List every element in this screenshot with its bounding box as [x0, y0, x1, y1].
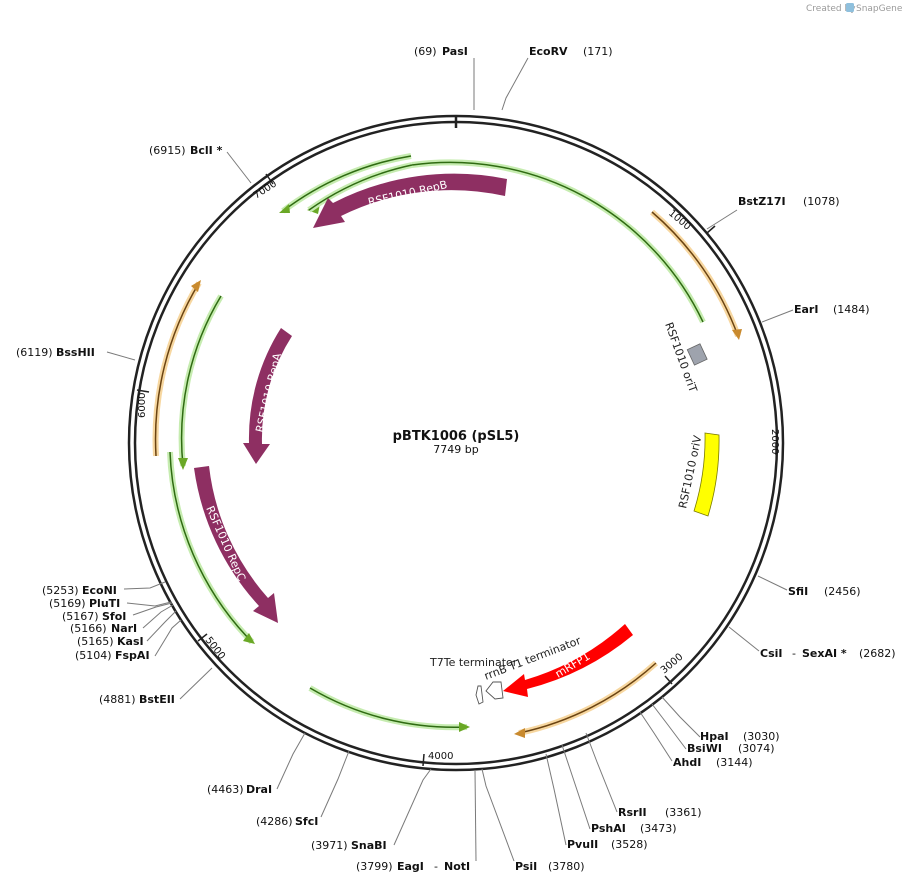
site-name-pluti: PluTI: [89, 597, 120, 610]
orf-orange-right: [650, 209, 742, 340]
snapgene-logo-icon: [846, 3, 854, 12]
site-name-pvuii: PvuII: [567, 838, 598, 851]
tick-label-5000: 5000: [203, 635, 227, 662]
site-num-fspai: (5104): [75, 649, 112, 662]
orf-green-top-inner: [307, 159, 706, 324]
feature-orit[interactable]: RSF1010 oriT: [662, 321, 708, 395]
tick-label-6000: 6000: [137, 393, 148, 418]
site-num-bsiwi: (3074): [738, 742, 775, 755]
site-num-pasi: (69): [414, 45, 437, 58]
site-name-ecorv: EcoRV: [529, 45, 568, 58]
site-num-pvuii: (3528): [611, 838, 648, 851]
site-name-sfci: SfcI: [295, 815, 318, 828]
feature-repc[interactable]: RSF1010 RepC: [194, 466, 278, 623]
site-name-eagi: EagI: [397, 860, 424, 873]
site-name-snabi: SnaBI: [351, 839, 387, 852]
tick-label-2000: 2000: [769, 429, 780, 454]
site-name-hpai: HpaI: [700, 730, 729, 743]
tick-3000: [664, 675, 673, 685]
site-num-econi: (5253): [42, 584, 79, 597]
site-num-ecorv: (171): [583, 45, 613, 58]
plasmid-name: pBTK1006 (pSL5): [393, 429, 520, 444]
site-num-eari: (1484): [833, 303, 870, 316]
site-name-besshii: BssHII: [56, 346, 95, 359]
tick-7000: [265, 173, 274, 185]
site-name-nari: NarI: [111, 622, 137, 635]
tick-6000: [136, 389, 150, 393]
site-num-bcli: (6915): [149, 144, 186, 157]
site-num-kasi: (5165): [77, 635, 114, 648]
tick-1000: [706, 225, 716, 234]
site-name-pasi: PasI: [442, 45, 468, 58]
site-num-bsteii: (4881): [99, 693, 136, 706]
plasmid-size: 7749 bp: [433, 443, 478, 456]
site-num-snabi: (3971): [311, 839, 348, 852]
orf-green-left-lower: [167, 451, 255, 645]
site-num-rsrii: (3361): [665, 806, 702, 819]
site-name-sexai: SexAI *: [802, 647, 847, 660]
credit-app: SnapGene: [856, 4, 903, 14]
site-separator: -: [792, 647, 796, 660]
orf-green-bottom: [308, 685, 470, 732]
site-name-rsrii: RsrII: [618, 806, 647, 819]
site-name-bsteii: BstEII: [139, 693, 175, 706]
site-name-drai: DraI: [246, 783, 272, 796]
site-num-ahdi: (3144): [716, 756, 753, 769]
tick-5000: [197, 633, 208, 642]
site-name-econi: EcoNI: [82, 584, 117, 597]
site-name-bsiwi: BsiWI: [687, 742, 722, 755]
site-num-eagi: (3799): [356, 860, 393, 873]
site-name-bcli: BclI *: [190, 144, 223, 157]
site-name-psii: PsiI: [515, 860, 537, 873]
site-name-bstz17i: BstZ17I: [738, 195, 786, 208]
site-name-pshai: PshAI: [591, 822, 626, 835]
site-name-noti: NotI: [444, 860, 470, 873]
tick-4000: [422, 753, 425, 767]
site-num-hpai: (3030): [743, 730, 780, 743]
site-name-fspai: FspAI: [115, 649, 150, 662]
feature-label-t7te: T7Te terminator: [429, 656, 518, 669]
site-num-drai: (4463): [207, 783, 244, 796]
site-num-sfci: (4286): [256, 815, 293, 828]
site-num-psii: (3780): [548, 860, 585, 873]
site-num-sfii: (2456): [824, 585, 861, 598]
site-name-ahdi: AhdI: [673, 756, 701, 769]
site-labels: (69) PasI EcoRV (171) BstZ17I (1078) Ear…: [16, 45, 896, 873]
site-num-sfoi: (5167): [62, 610, 99, 623]
site-name-sfoi: SfoI: [102, 610, 126, 623]
feature-oriv[interactable]: RSF1010 oriV: [676, 432, 720, 517]
site-num-bstz17i: (1078): [803, 195, 840, 208]
site-leaders: [106, 57, 794, 862]
site-name-kasi: KasI: [117, 635, 144, 648]
orf-green-top-outer: [279, 153, 412, 214]
feature-repa[interactable]: RSF1010 RepA: [243, 328, 292, 464]
site-num-pluti: (5169): [49, 597, 86, 610]
site-num-csii: (2682): [859, 647, 896, 660]
orf-orange-left: [152, 280, 202, 457]
site-separator: -: [434, 860, 438, 873]
orf-green-left-inner: [178, 294, 224, 470]
tick-label-4000: 4000: [428, 751, 453, 762]
site-num-nari: (5166): [70, 622, 107, 635]
feature-label-repc: RSF1010 RepC: [203, 504, 248, 584]
site-name-csii: CsiI: [760, 647, 782, 660]
feature-t7te[interactable]: T7Te terminator: [429, 656, 518, 705]
orf-arcs: [152, 153, 742, 738]
feature-repb[interactable]: RSF1010 RepB: [313, 173, 507, 228]
site-num-besshii: (6119): [16, 346, 53, 359]
site-num-pshai: (3473): [640, 822, 677, 835]
orf-orange-bottom-right: [514, 660, 659, 738]
tick-label-7000: 7000: [252, 178, 279, 201]
credit-prefix: Created by: [806, 4, 856, 14]
site-name-eari: EarI: [794, 303, 818, 316]
site-name-sfii: SfiI: [788, 585, 808, 598]
